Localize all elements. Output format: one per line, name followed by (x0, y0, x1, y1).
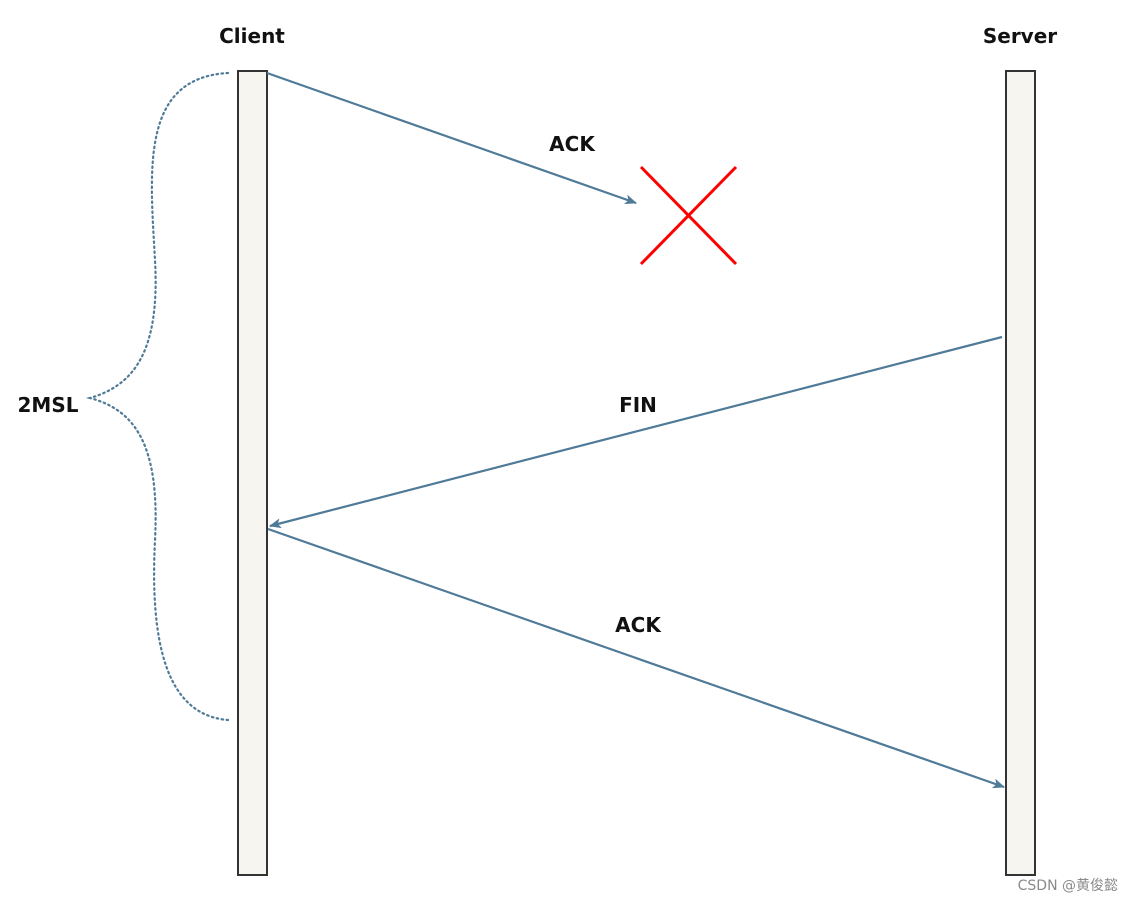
fin-arrow (269, 335, 1003, 529)
watermark: CSDN @黄俊懿 (1018, 877, 1118, 894)
server-lifeline (1005, 70, 1036, 876)
ack-lost-arrow (266, 71, 637, 205)
ack-lost-label: ACK (549, 132, 596, 156)
2msl-brace (85, 71, 230, 722)
ack-label: ACK (615, 613, 662, 637)
server-title: Server (983, 24, 1057, 48)
client-title: Client (219, 24, 285, 48)
fin-label: FIN (619, 393, 657, 417)
ack-arrow (267, 527, 1005, 789)
lost-packet-x-mark (639, 165, 738, 266)
client-lifeline (237, 70, 268, 876)
2msl-label: 2MSL (18, 393, 79, 417)
